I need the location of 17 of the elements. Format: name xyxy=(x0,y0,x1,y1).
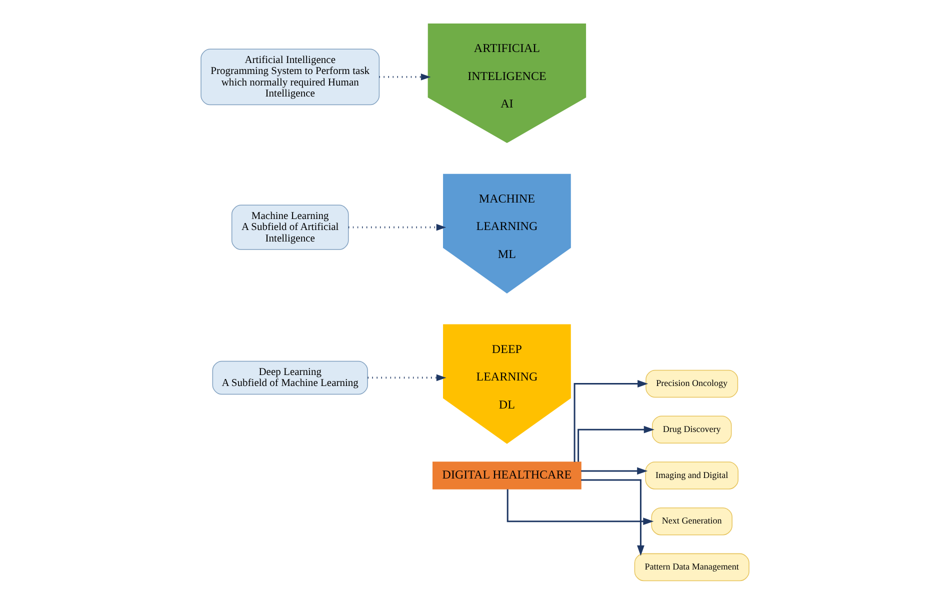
node-box: Machine Learning A Subfield of Artificial Intelligence xyxy=(231,204,349,250)
arrow xyxy=(581,467,648,475)
node-box: Drug Discovery xyxy=(652,416,732,444)
node-box: Precision Oncology xyxy=(646,370,738,398)
node-box: Artificial Intelligence Programming System to Perform task which normally required Human Intelligence xyxy=(200,48,380,106)
arrow xyxy=(368,374,446,382)
node-box: Pattern Data Management xyxy=(634,553,750,582)
arrow xyxy=(574,380,648,462)
arrow xyxy=(581,479,644,556)
node-box: Deep Learning A Subfield of Machine Learning xyxy=(212,360,368,395)
arrow xyxy=(578,426,654,462)
arrow xyxy=(379,74,431,80)
arrow xyxy=(348,224,446,231)
arrow xyxy=(506,489,654,526)
node-box: DIGITAL HEALTHCARE xyxy=(432,462,582,490)
node-box: Imaging and Digital xyxy=(645,462,738,490)
node-box: Next Generation xyxy=(651,507,732,536)
